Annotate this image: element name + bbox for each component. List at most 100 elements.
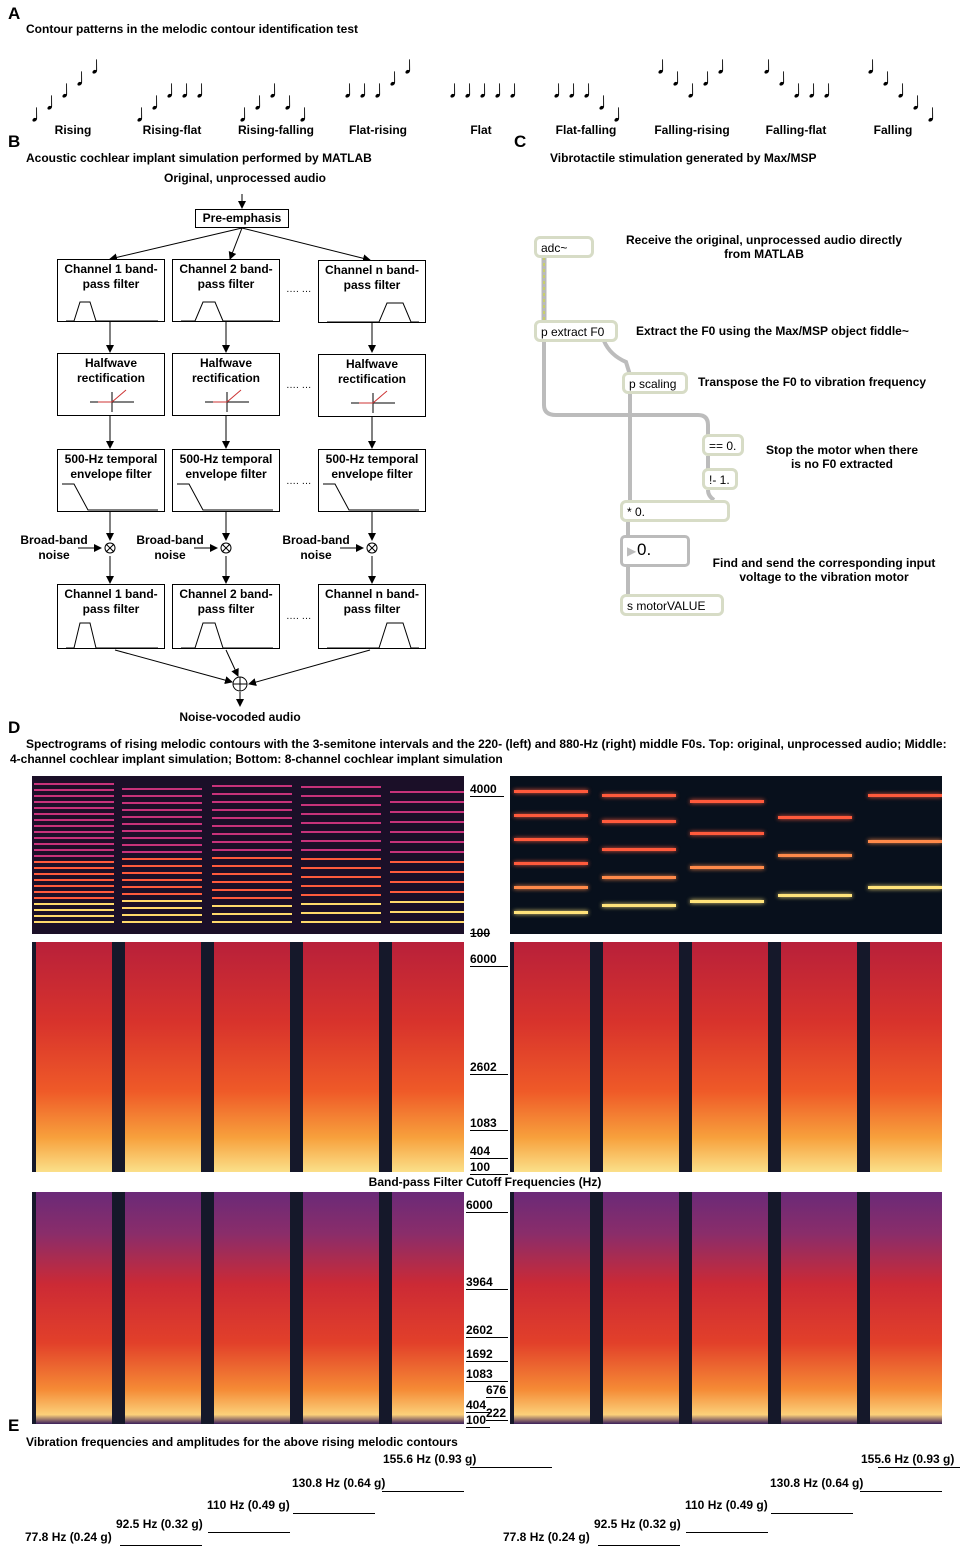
note-send: Find and send the corresponding input vo… (712, 556, 936, 584)
music-note-icon: ♩ (180, 74, 206, 104)
spectrogram-middle-left (32, 942, 464, 1172)
music-note-icon: ♩ (701, 62, 727, 92)
channel-2-output-bandpass-box: Channel 2 band-pass filter (172, 584, 280, 649)
music-note-icon: ♩ (195, 74, 221, 104)
number-value: 0. (637, 540, 652, 559)
vibration-step-line (686, 1532, 768, 1533)
bottom-tick-222: 222 (486, 1406, 508, 1421)
contour-label: Flat (470, 123, 492, 137)
halfwave-label: Halfwave rectification (191, 356, 260, 385)
music-note-icon: ♩ (792, 74, 818, 104)
music-note-icon: ♩ (777, 62, 803, 92)
scaling-object[interactable]: p scaling (622, 372, 688, 394)
music-note-icon: ♩ (75, 62, 101, 92)
note-extract: Extract the F0 using the Max/MSP object … (636, 324, 909, 338)
bandpass-icon (66, 301, 158, 322)
bottom-tick-676: 676 (486, 1383, 508, 1398)
mid-tick-100: 100 (470, 1160, 508, 1175)
note-stop: Stop the motor when there is no F0 extra… (765, 443, 918, 471)
music-note-icon: ♩ (552, 74, 578, 104)
mid-tick-1083: 1083 (470, 1116, 508, 1131)
spectrogram-bottom-right (510, 1192, 942, 1424)
music-note-icon: ♩ (493, 74, 519, 104)
pre-emphasis-box: Pre-emphasis (195, 209, 289, 228)
music-note-icon: ♩ (388, 62, 414, 92)
halfwave-label: Halfwave rectification (337, 357, 406, 386)
music-note-icon: ♩ (343, 74, 369, 104)
music-note-icon: ♩ (671, 62, 697, 92)
vibration-step-line (470, 1467, 552, 1468)
panel-a-title: Contour patterns in the melodic contour … (26, 22, 359, 36)
spectrogram-top-left (32, 776, 464, 934)
mid-tick-404: 404 (470, 1144, 508, 1159)
music-note-icon: ♩ (478, 74, 504, 104)
music-note-icon: ♩ (762, 50, 788, 80)
channel-2-bandpass-label: Channel 2 band-pass filter (179, 262, 273, 291)
send-motor-object[interactable]: s motorVALUE (620, 594, 724, 616)
lowpass-icon (323, 483, 419, 511)
note-receive: Receive the original, unprocessed audio … (625, 233, 903, 261)
vibration-step-line (208, 1532, 290, 1533)
music-note-icon: ♩ (165, 74, 191, 104)
music-note-icon: ♩ (448, 74, 474, 104)
noise-label-n: Broad-band noise (282, 533, 350, 562)
contour-label: Rising (54, 123, 92, 137)
vibration-step-label: 92.5 Hz (0.32 g) (594, 1517, 681, 1531)
not-one-object[interactable]: !- 1. (702, 468, 738, 490)
bandpass-icon (181, 301, 273, 322)
vibration-step-line (860, 1491, 942, 1492)
music-note-icon: ♩ (463, 74, 489, 104)
channel-1-bandpass-label: Channel 1 band-pass filter (64, 587, 158, 616)
contour-label: Falling-flat (765, 123, 827, 137)
triangle-icon: ▶ (627, 544, 637, 558)
vibration-step-label: 110 Hz (0.49 g) (207, 1498, 290, 1512)
music-note-icon: ♩ (508, 74, 534, 104)
contour-label: Falling-rising (654, 123, 730, 137)
vibration-step-label: 77.8 Hz (0.24 g) (25, 1530, 112, 1544)
spectrogram-top-right (510, 776, 942, 934)
multiply-object[interactable]: * 0. (620, 500, 730, 522)
music-note-icon: ♩ (822, 74, 848, 104)
extract-f0-object[interactable]: p extract F0 (534, 320, 618, 342)
music-note-icon: ♩ (30, 98, 56, 128)
contour-label: Falling (873, 123, 913, 137)
music-note-icon: ♩ (238, 98, 264, 128)
lowpass-icon (62, 483, 158, 511)
number-box[interactable]: ▶ 0. (620, 535, 690, 567)
channel-ellipsis: …. … (286, 476, 312, 487)
vibration-step-label: 130.8 Hz (0.64 g) (292, 1476, 386, 1490)
noise-label-1: Broad-band noise (20, 533, 88, 562)
mid-tick-6000: 6000 (470, 952, 508, 967)
music-note-icon: ♩ (403, 50, 429, 80)
halfwave-label: Halfwave rectification (76, 356, 145, 385)
channel-1-envelope-box: 500-Hz temporal envelope filter (57, 449, 165, 512)
noise-label-2: Broad-band noise (136, 533, 204, 562)
panel-b-label: B (8, 132, 21, 151)
music-note-icon: ♩ (268, 74, 294, 104)
bottom-tick-404: 404 (466, 1398, 490, 1413)
equals-zero-object[interactable]: == 0. (702, 434, 744, 456)
rectifier-icon (205, 389, 249, 412)
vibration-step-label: 155.6 Hz (0.93 g) (861, 1452, 955, 1466)
adc-object[interactable]: adc~ (534, 236, 594, 258)
contour-label: Flat-rising (348, 123, 407, 137)
vibration-step-label: 130.8 Hz (0.64 g) (770, 1476, 864, 1490)
music-note-icon: ♩ (60, 74, 86, 104)
channel-1-bandpass-box: Channel 1 band-pass filter (57, 259, 165, 322)
vibration-step-line (293, 1513, 375, 1514)
vibration-step-line (120, 1545, 202, 1546)
music-note-icon: ♩ (926, 98, 952, 128)
music-note-icon: ♩ (45, 86, 71, 116)
channel-1-halfwave-box: Halfwave rectification (57, 353, 165, 416)
panel-e-label: E (8, 1416, 20, 1435)
vibration-step-label: 110 Hz (0.49 g) (685, 1498, 768, 1512)
channel-n-halfwave-box: Halfwave rectification (318, 354, 426, 417)
music-note-icon: ♩ (150, 86, 176, 116)
channel-2-envelope-box: 500-Hz temporal envelope filter (172, 449, 280, 512)
music-note-icon: ♩ (253, 86, 279, 116)
channel-n-output-bandpass-box: Channel n band-pass filter (318, 584, 426, 649)
envelope-label: 500-Hz temporal envelope filter (179, 452, 273, 481)
music-note-icon: ♩ (881, 62, 907, 92)
music-note-icon: ♩ (612, 98, 638, 128)
